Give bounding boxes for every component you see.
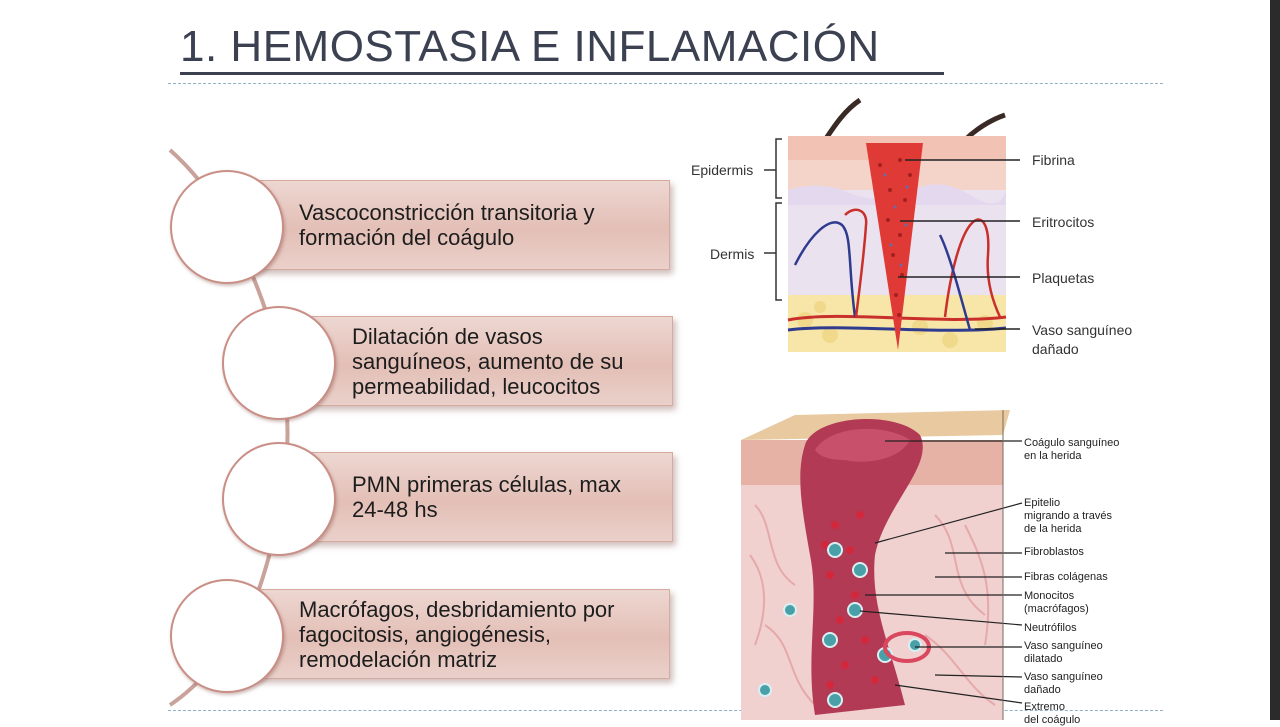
label-vaso-danado-1: Vaso sanguíneo [1032,322,1133,338]
step-2-line-2: sanguíneos, aumento de su [352,348,624,374]
wound-label-7-line-1: Vaso sanguíneo [1024,640,1103,652]
wound-label-4-line-1: Fibras colágenas [1024,571,1108,583]
wound-label-5-line-1: Monocitos [1024,590,1075,602]
label-dermis: Dermis [710,246,755,262]
step-4-line-3: remodelación matriz [299,646,498,672]
wound-label-6-line-1: Neutrófilos [1024,622,1077,634]
wound-label-5: Monocitos(macrófagos) [1024,590,1089,616]
wound-label-3-line-1: Fibroblastos [1024,546,1084,558]
wound-label-2-line-2: migrando a través [1024,510,1113,522]
wound-label-2-line-3: de la herida [1024,523,1082,535]
wound-label-2-line-1: Epitelio [1024,497,1061,509]
wound-label-7-line-2: dilatado [1024,653,1063,665]
step-3-line-2: 24-48 hs [352,497,438,522]
step-4-line-2: fagocitosis, angiogénesis, [299,621,551,647]
wound-label-8-line-1: Vaso sanguíneo [1024,671,1103,683]
wound-label-4: Fibras colágenas [1024,571,1108,584]
step-circle-4 [170,579,284,693]
wound-label-9-line-1: Extremo [1024,701,1065,713]
wound-label-1-line-1: Coágulo sanguíneo [1024,437,1120,449]
label-fibrina: Fibrina [1032,152,1075,168]
top-divider [168,83,1163,84]
wound-label-9-line-2: del coágulo [1024,714,1081,726]
wound-label-5-line-2: (macrófagos) [1024,603,1089,615]
wound-tissue-illustration [741,410,1023,720]
step-circle-2 [222,306,336,420]
step-2-line-3: permeabilidad, leucocitos [352,373,601,399]
wound-label-8-line-2: dañado [1024,684,1061,696]
edge-bar [1270,0,1280,720]
skin-layers-illustration [764,97,1020,352]
label-plaquetas: Plaquetas [1032,270,1095,286]
slide-title: 1. HEMOSTASIA E INFLAMACIÓN [180,22,880,71]
step-2-line-1: Dilatación de vasos [352,323,543,349]
step-circle-3 [222,442,336,556]
step-3-line-1: PMN primeras células, max [352,472,621,497]
step-1-line-1: Vascoconstricción transitoria y [299,200,595,225]
wound-label-1-line-2: en la herida [1024,450,1082,462]
label-epidermis: Epidermis [691,162,754,178]
label-eritrocitos: Eritrocitos [1032,214,1095,230]
step-1-line-2: formación del coágulo [299,225,515,250]
title-underline [180,72,944,75]
wound-label-6: Neutrófilos [1024,622,1077,635]
step-4-line-1: Macrófagos, desbridamiento por [299,596,615,622]
wound-label-3: Fibroblastos [1024,546,1084,559]
bottom-divider [168,710,1163,711]
step-circle-1 [170,170,284,284]
label-vaso-danado-2: dañado [1032,341,1079,357]
